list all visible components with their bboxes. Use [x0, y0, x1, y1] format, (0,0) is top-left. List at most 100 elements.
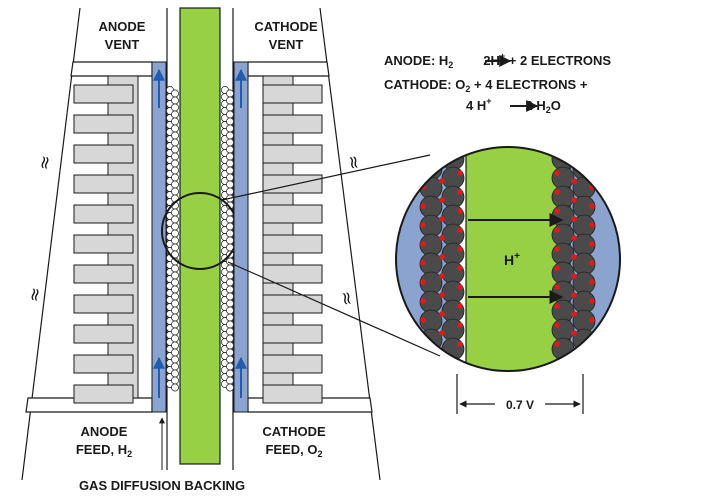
catalyst-site — [457, 303, 463, 309]
catalyst-bead — [171, 369, 179, 378]
flow-field-rib — [262, 174, 323, 194]
catalyst-site — [589, 317, 595, 323]
catalyst-site — [439, 292, 445, 298]
catalyst-site — [420, 165, 426, 171]
catalyst-site — [420, 260, 426, 266]
catalyst-bead — [226, 376, 234, 385]
flow-field-rib — [262, 264, 323, 284]
catalyst-bead — [226, 362, 234, 371]
catalyst-site — [589, 355, 595, 361]
catalyst-bead — [226, 348, 234, 357]
catalyst-bead — [171, 383, 179, 392]
catalyst-site — [554, 341, 560, 347]
catalyst-particle — [572, 147, 596, 162]
catalyst-particle — [419, 347, 443, 371]
voltage-dimension: 0.7 V — [456, 374, 584, 414]
flow-field-rib — [73, 174, 134, 194]
catalyst-bead — [171, 180, 179, 189]
catalyst-bead — [171, 320, 179, 329]
catalyst-bead — [226, 96, 234, 105]
catalyst-bead — [171, 187, 179, 196]
catalyst-site — [420, 279, 426, 285]
catalyst-bead — [226, 180, 234, 189]
tilde-break-icon: ≈ — [335, 289, 358, 308]
catalyst-site — [420, 298, 426, 304]
catalyst-bead — [171, 124, 179, 133]
cathode-top-plate — [247, 61, 330, 77]
catalyst-site — [420, 222, 426, 228]
catalyst-site — [571, 216, 577, 222]
flow-field-rib — [73, 264, 134, 284]
catalyst-site — [554, 265, 560, 271]
flow-field-rib — [262, 384, 323, 404]
voltage-label: 0.7 V — [506, 398, 534, 412]
catalyst-site — [589, 222, 595, 228]
magnified-view: H+ — [395, 146, 621, 380]
catalyst-site — [554, 227, 560, 233]
catalyst-site — [439, 216, 445, 222]
catalyst-site — [571, 197, 577, 203]
catalyst-bead — [171, 110, 179, 119]
catalyst-site — [554, 322, 560, 328]
catalyst-site — [589, 241, 595, 247]
catalyst-bead — [171, 292, 179, 301]
magnified-circle — [395, 146, 621, 372]
catalyst-site — [439, 330, 445, 336]
catalyst-bead — [226, 152, 234, 161]
catalyst-bead — [171, 166, 179, 175]
catalyst-site — [589, 374, 595, 380]
anode-vent-label: ANODE — [99, 19, 146, 34]
catalyst-bead — [226, 145, 234, 154]
catalyst-bead — [226, 285, 234, 294]
cathode-flow-field — [262, 75, 323, 404]
catalyst-bead — [226, 159, 234, 168]
flow-field-rib — [262, 324, 323, 344]
catalyst-bead — [171, 96, 179, 105]
flow-field-rib — [262, 204, 323, 224]
catalyst-site — [439, 254, 445, 260]
cathode-feed-label: CATHODE — [262, 424, 326, 439]
catalyst-bead — [171, 285, 179, 294]
catalyst-site — [571, 368, 577, 371]
catalyst-bead — [226, 306, 234, 315]
catalyst-bead — [171, 236, 179, 245]
catalyst-bead — [171, 362, 179, 371]
catalyst-bead — [226, 369, 234, 378]
catalyst-bead — [171, 341, 179, 350]
catalyst-site — [571, 159, 577, 165]
catalyst-bead — [171, 264, 179, 273]
catalyst-bead — [226, 236, 234, 245]
anode-vent-label-2: VENT — [105, 37, 140, 52]
catalyst-bead — [171, 222, 179, 231]
catalyst-bead — [171, 215, 179, 224]
catalyst-site — [571, 235, 577, 241]
catalyst-bead — [171, 131, 179, 140]
catalyst-site — [420, 336, 426, 342]
catalyst-site — [439, 368, 445, 371]
cathode-feed-label-2: FEED, O2 — [265, 442, 322, 459]
catalyst-site — [571, 330, 577, 336]
flow-field-rib — [262, 144, 323, 164]
catalyst-site — [571, 292, 577, 298]
catalyst-bead — [171, 103, 179, 112]
catalyst-bead — [171, 299, 179, 308]
flow-field-rib — [262, 114, 323, 134]
catalyst-particle — [419, 147, 443, 162]
flow-field-rib — [73, 354, 134, 374]
catalyst-bead — [226, 313, 234, 322]
flow-field-rib — [262, 294, 323, 314]
flow-field-rib — [73, 84, 134, 104]
catalyst-bead — [171, 327, 179, 336]
anode-top-plate — [70, 61, 153, 77]
anode-feed-label: ANODE — [81, 424, 128, 439]
catalyst-bead — [226, 187, 234, 196]
catalyst-site — [571, 254, 577, 260]
catalyst-site — [457, 284, 463, 290]
catalyst-bead — [171, 348, 179, 357]
catalyst-bead — [171, 159, 179, 168]
catalyst-site — [457, 246, 463, 252]
gas-diffusion-backing-label: GAS DIFFUSION BACKING — [79, 478, 245, 493]
catalyst-site — [457, 227, 463, 233]
catalyst-site — [589, 260, 595, 266]
